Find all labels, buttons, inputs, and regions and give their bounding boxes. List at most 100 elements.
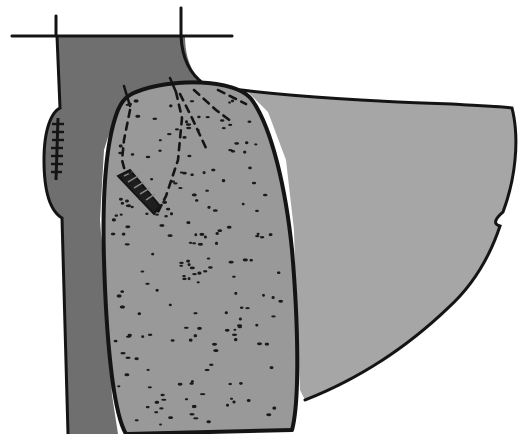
stipple-dot xyxy=(171,339,175,341)
stipple-dot xyxy=(234,142,239,145)
stipple-dot xyxy=(213,349,218,352)
stipple-dot xyxy=(188,263,191,266)
stipple-dot xyxy=(222,127,226,129)
stipple-dot xyxy=(257,233,260,235)
stipple-dot xyxy=(148,386,152,388)
stipple-dot xyxy=(207,258,210,260)
stipple-dot xyxy=(243,258,248,261)
stipple-dot xyxy=(168,234,173,237)
stipple-dot xyxy=(272,407,276,410)
stipple-dot xyxy=(206,116,210,118)
stipple-dot xyxy=(172,180,175,182)
stipple-dot xyxy=(192,193,197,196)
stipple-dot xyxy=(182,136,186,139)
stipple-dot xyxy=(245,307,249,309)
stipple-dot xyxy=(182,172,187,175)
stipple-dot xyxy=(278,300,283,303)
stipple-dot xyxy=(205,369,210,371)
stipple-dot xyxy=(166,208,170,211)
stipple-dot xyxy=(126,104,131,106)
stipple-dot xyxy=(138,197,141,200)
stipple-dot xyxy=(179,265,183,267)
stipple-dot xyxy=(169,304,172,307)
stipple-dot xyxy=(248,167,252,170)
stipple-dot xyxy=(178,187,182,189)
stipple-dot xyxy=(220,119,224,121)
stipple-dot xyxy=(159,224,164,227)
stipple-dot xyxy=(218,229,223,232)
stipple-dot xyxy=(190,267,195,270)
stipple-dot xyxy=(125,225,130,228)
stipple-dot xyxy=(147,369,150,371)
stipple-dot xyxy=(271,315,275,317)
stipple-dot xyxy=(189,339,193,342)
stipple-dot xyxy=(215,242,218,245)
stipple-dot xyxy=(175,128,179,130)
stipple-dot xyxy=(260,236,264,238)
stipple-dot xyxy=(146,156,150,158)
stipple-dot xyxy=(266,413,271,416)
stipple-dot xyxy=(205,190,209,192)
stipple-dot xyxy=(270,366,274,369)
stipple-dot xyxy=(272,296,275,299)
stipple-dot xyxy=(186,260,190,263)
stipple-dot xyxy=(234,338,237,341)
stipple-dot xyxy=(112,218,116,221)
stipple-dot xyxy=(131,153,134,156)
stipple-dot xyxy=(211,169,215,172)
stipple-dot xyxy=(200,393,205,395)
stipple-dot xyxy=(190,100,194,102)
stipple-dot xyxy=(192,273,196,275)
stipple-dot xyxy=(263,194,267,197)
stipple-dot xyxy=(197,327,202,330)
stipple-dot xyxy=(190,413,195,415)
stipple-dot xyxy=(262,294,265,297)
stipple-dot xyxy=(115,214,118,216)
stipple-dot xyxy=(138,312,141,315)
stipple-dot xyxy=(117,385,120,387)
stipple-dot xyxy=(277,271,280,274)
stipple-dot xyxy=(257,342,262,345)
stipple-dot xyxy=(186,123,191,126)
stipple-dot xyxy=(229,383,232,385)
stipple-dot xyxy=(184,327,189,329)
stipple-dot xyxy=(188,277,191,280)
stipple-dot xyxy=(248,121,252,123)
stipple-dot xyxy=(252,182,256,185)
stipple-dot xyxy=(207,420,211,423)
stipple-dot xyxy=(173,182,177,184)
stipple-dot xyxy=(222,179,225,182)
stipple-dot xyxy=(135,357,139,360)
stipple-dot xyxy=(197,281,200,283)
stipple-dot xyxy=(159,139,162,141)
stipple-dot xyxy=(168,416,173,419)
stipple-dot xyxy=(169,104,172,107)
stipple-dot xyxy=(225,329,230,332)
stipple-dot xyxy=(141,271,145,273)
stipple-dot xyxy=(178,383,183,386)
stipple-dot xyxy=(194,233,197,236)
stipple-dot xyxy=(200,233,205,236)
stipple-dot xyxy=(243,151,246,154)
stipple-dot xyxy=(121,352,126,354)
stipple-dot xyxy=(265,343,269,346)
stipple-dot xyxy=(231,100,234,103)
stipple-dot xyxy=(232,334,237,336)
stipple-dot xyxy=(125,373,130,376)
stipple-dot xyxy=(161,399,166,401)
stipple-dot xyxy=(114,340,118,343)
stipple-dot xyxy=(254,143,257,145)
stipple-dot xyxy=(208,266,213,268)
stipple-dot xyxy=(148,334,152,336)
stipple-dot xyxy=(250,259,253,262)
stipple-dot xyxy=(118,152,122,154)
stipple-dot xyxy=(226,404,229,407)
stipple-dot xyxy=(156,289,159,292)
stipple-dot xyxy=(117,294,122,297)
stipple-dot xyxy=(182,278,186,280)
stipple-dot xyxy=(179,262,183,264)
stipple-dot xyxy=(182,275,185,277)
stipple-dot xyxy=(128,183,132,185)
stipple-dot xyxy=(135,115,140,118)
